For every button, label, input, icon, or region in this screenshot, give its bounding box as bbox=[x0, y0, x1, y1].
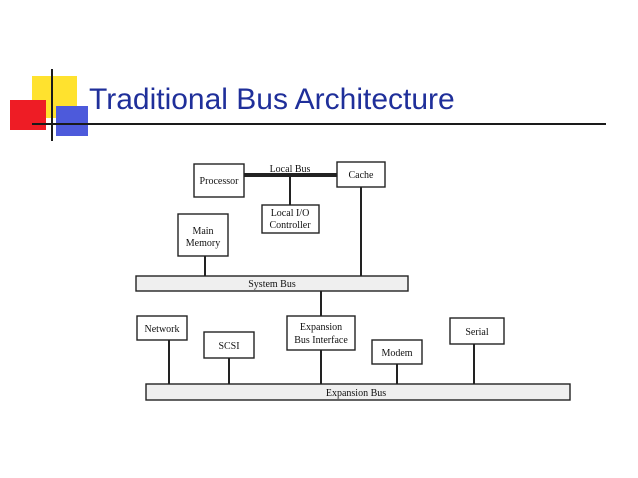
modem-box bbox=[371, 339, 423, 365]
network-label: Network bbox=[145, 324, 180, 335]
scsi-label: SCSI bbox=[218, 341, 239, 352]
expansion-iface-label-2: Bus Interface bbox=[294, 335, 348, 346]
local-io-label-1: Local I/O bbox=[271, 208, 310, 219]
serial-box bbox=[449, 317, 505, 345]
processor-box bbox=[193, 163, 245, 198]
cache-box bbox=[336, 161, 386, 188]
local-bus-label: Local Bus bbox=[270, 164, 311, 175]
modem-label: Modem bbox=[381, 348, 412, 359]
system-bus bbox=[135, 275, 409, 292]
serial-label: Serial bbox=[465, 327, 489, 338]
title-underline bbox=[32, 123, 606, 125]
logo-vertical-line bbox=[51, 69, 53, 141]
scsi-box bbox=[203, 331, 255, 359]
logo-red-square bbox=[10, 100, 46, 130]
processor-label: Processor bbox=[200, 176, 240, 187]
local-io-controller-box bbox=[261, 204, 320, 234]
main-memory-box bbox=[177, 213, 229, 257]
expansion-iface-label-1: Expansion bbox=[300, 322, 342, 333]
slide-title: Traditional Bus Architecture bbox=[89, 83, 455, 116]
main-memory-label-2: Memory bbox=[186, 238, 220, 249]
local-io-label-2: Controller bbox=[269, 220, 311, 231]
logo-blue-square bbox=[56, 106, 88, 136]
cache-label: Cache bbox=[349, 170, 375, 181]
network-box bbox=[136, 315, 188, 341]
expansion-bus bbox=[145, 383, 571, 401]
expansion-bus-interface-box bbox=[286, 315, 356, 351]
expansion-bus-label: Expansion Bus bbox=[326, 388, 386, 399]
main-memory-label-1: Main bbox=[192, 226, 213, 237]
system-bus-label: System Bus bbox=[248, 279, 296, 290]
